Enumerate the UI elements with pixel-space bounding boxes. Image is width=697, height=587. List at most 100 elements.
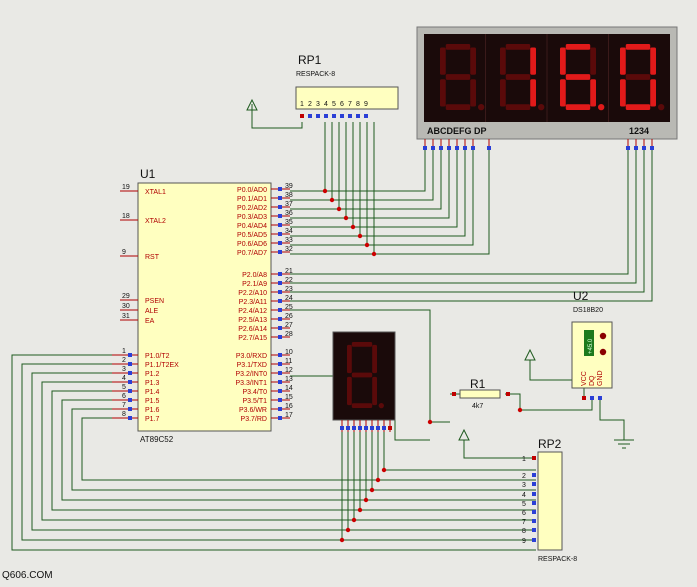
segment-g [505, 74, 531, 80]
rp1-pin [364, 114, 368, 118]
display4-digit-pin [650, 146, 654, 150]
segment-e [500, 79, 506, 107]
display1-pin [376, 426, 380, 430]
u1-pin-name: P1.6 [145, 407, 160, 414]
u1-pin-name: P1.3 [145, 380, 160, 387]
u1-pin-name: P2.7/A15 [238, 335, 267, 342]
u1-pin-name: P1.4 [145, 389, 160, 396]
rp2-pin-number: 8 [522, 528, 526, 535]
segment-a [625, 44, 651, 50]
display1-pin [346, 426, 350, 430]
u1-pin-terminal [278, 308, 282, 312]
u1-pin-number: 33 [285, 237, 293, 244]
u2-pin [582, 396, 586, 400]
r1-resistor[interactable]: R1 4k7 [452, 377, 510, 410]
display1-pin [382, 426, 386, 430]
u1-right-pins: 39P0.0/AD038P0.1/AD137P0.2/AD236P0.3/AD3… [235, 183, 292, 423]
rp1-type: RESPACK-8 [296, 71, 335, 78]
u1-left-pins: 19XTAL118XTAL29RST29PSEN30ALE31EA1P1.0/T… [112, 184, 179, 423]
rp2-pin [532, 510, 536, 514]
u1-pin-name: P0.4/AD4 [237, 223, 267, 230]
display1-pin [352, 426, 356, 430]
r1-pin [452, 392, 456, 396]
segment-f [347, 344, 352, 374]
u1-pin-name: P1.0/T2 [145, 353, 170, 360]
u1-microcontroller[interactable]: U1 AT89C52 19XTAL118XTAL29RST29PSEN30ALE… [112, 167, 293, 444]
segment-c [372, 376, 377, 406]
u1-pin-name: P1.7 [145, 416, 160, 423]
u1-pin-terminal [278, 250, 282, 254]
segment-a [445, 44, 471, 50]
u1-pin-number: 10 [285, 349, 293, 356]
u2-button-up[interactable] [599, 332, 607, 340]
u1-pin-number: 4 [122, 375, 126, 382]
rp2-pin [532, 538, 536, 542]
u1-pin-number: 22 [285, 277, 293, 284]
ground-icon [614, 439, 634, 449]
u1-pin-number: 38 [285, 192, 293, 199]
rp1-pin [308, 114, 312, 118]
u1-pin-terminal [278, 241, 282, 245]
display1-pin [340, 426, 344, 430]
rp2-pin [532, 528, 536, 532]
segment-d [445, 104, 471, 110]
display4-digit-3 [560, 44, 605, 111]
u1-pin-number: 8 [122, 411, 126, 418]
segment-f [500, 47, 506, 75]
u1-pin-terminal [278, 380, 282, 384]
four-digit-display[interactable]: ABCDEFG DP 1234 [416, 26, 678, 150]
segment-g [565, 74, 591, 80]
u1-pin-number: 37 [285, 201, 293, 208]
segment-c [530, 79, 536, 107]
rp2-pin-number: 9 [522, 538, 526, 545]
display1-common-pin [388, 426, 392, 430]
segment-b [470, 47, 476, 75]
r1-value: 4k7 [472, 403, 483, 410]
u1-pin-terminal [278, 223, 282, 227]
u1-pin-number: 9 [122, 249, 126, 256]
u1-pin-number: 17 [285, 412, 293, 419]
display4-digit-pin [642, 146, 646, 150]
u2-lcd [584, 330, 594, 356]
segment-a [505, 44, 531, 50]
junction-dots [322, 188, 523, 543]
u1-pin-terminal [278, 335, 282, 339]
display4-seg-label: ABCDEFG DP [427, 126, 487, 136]
segment-e [347, 376, 352, 406]
u1-pin-terminal [278, 371, 282, 375]
u1-ref: U1 [140, 167, 156, 181]
u1-pin-terminal [128, 416, 132, 420]
display4-digit-4 [620, 44, 665, 111]
u2-ref: U2 [573, 289, 589, 303]
u1-pin-terminal [278, 187, 282, 191]
u2-pin-name: DQ [589, 375, 596, 386]
u1-pin-terminal [128, 398, 132, 402]
segment-g [351, 372, 373, 378]
segment-dp [538, 103, 545, 111]
segment-c [650, 79, 656, 107]
rp1-pin-number: 4 [324, 101, 328, 108]
display4-digit-pin [634, 146, 638, 150]
rp1-pin [324, 114, 328, 118]
u1-pin-name: P2.2/A10 [238, 290, 267, 297]
rp1-pin-number: 5 [332, 101, 336, 108]
u2-button-down[interactable] [599, 348, 607, 356]
u1-type: AT89C52 [140, 435, 174, 444]
u1-pin-number: 23 [285, 286, 293, 293]
u1-pin-terminal [278, 389, 282, 393]
u2-pin-name: GND [597, 370, 604, 386]
display4-seg-pin [463, 146, 467, 150]
segment-d [565, 104, 591, 110]
u1-pin-number: 26 [285, 313, 293, 320]
u1-pin-name: P0.5/AD5 [237, 232, 267, 239]
display1-digit [347, 342, 384, 409]
u1-pin-number: 6 [122, 393, 126, 400]
u1-pin-name: P0.1/AD1 [237, 196, 267, 203]
rp2-pin-number: 6 [522, 510, 526, 517]
single-digit-display[interactable] [332, 331, 396, 432]
display4-digit-1 [440, 44, 485, 111]
